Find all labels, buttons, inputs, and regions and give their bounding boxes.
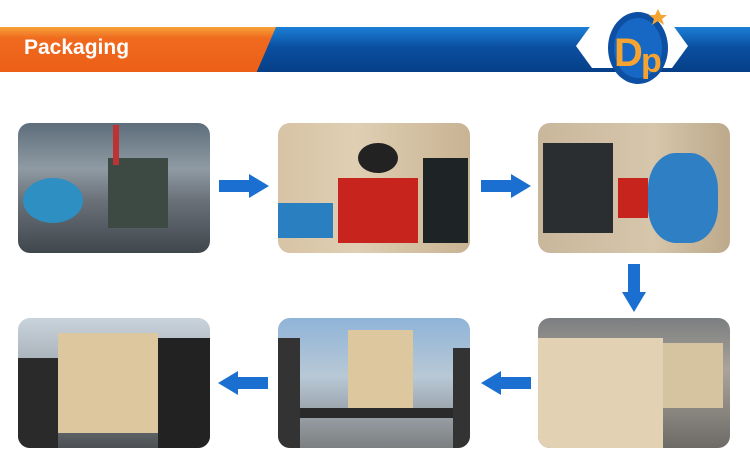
photo-step-4 — [538, 318, 730, 448]
dp-logo: D p — [576, 9, 688, 84]
photo-step-6 — [18, 318, 210, 448]
arrow-left-icon — [218, 371, 268, 395]
svg-text:D: D — [614, 31, 643, 75]
svg-text:p: p — [641, 42, 662, 80]
arrow-left-icon — [481, 371, 531, 395]
arrow-right-icon — [481, 174, 531, 198]
arrow-down-icon — [622, 264, 646, 312]
photo-step-5 — [278, 318, 470, 448]
photo-step-2 — [278, 123, 470, 253]
photo-step-3 — [538, 123, 730, 253]
page-title: Packaging — [24, 36, 130, 59]
header-title-band — [0, 27, 276, 72]
photo-step-1 — [18, 123, 210, 253]
arrow-right-icon — [219, 174, 269, 198]
